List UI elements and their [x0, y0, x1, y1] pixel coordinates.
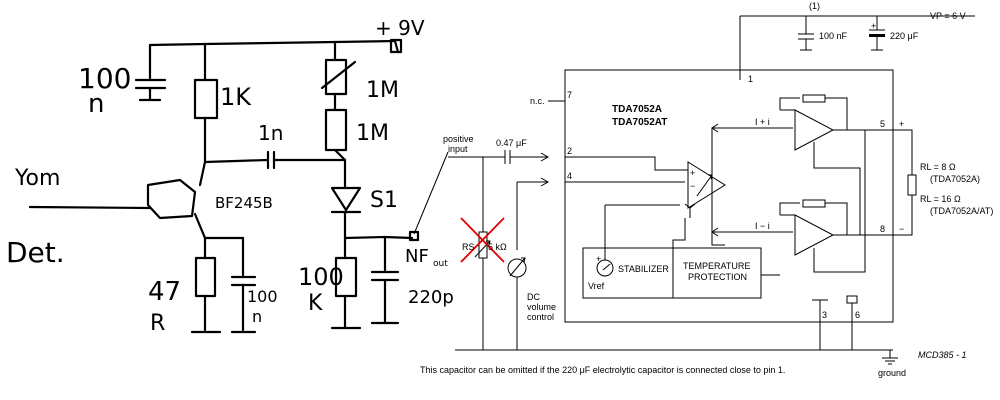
protection-label: PROTECTION: [688, 272, 747, 282]
temperature-label: TEMPERATURE: [683, 261, 750, 271]
pin5-sign: +: [899, 119, 904, 129]
rs-label: RS: [462, 242, 475, 252]
vref-label: Vref: [588, 281, 605, 291]
current-top-label: I + i: [755, 117, 770, 127]
chip-name-1: TDA7052A: [612, 104, 662, 115]
transistor-label: BF245B: [215, 194, 273, 212]
pin3-label: 3: [822, 310, 827, 320]
volume-label: volume: [527, 302, 556, 312]
res-100k-unit: K: [308, 291, 323, 316]
nc-label: n.c.: [530, 96, 545, 106]
cap-220p-label: 220p: [408, 287, 454, 308]
pin2-label: 2: [567, 146, 572, 156]
nf-out-label: NF: [405, 246, 429, 267]
control-label: control: [527, 312, 554, 322]
pin7-label: 7: [567, 90, 572, 100]
stab-plus-sign: +: [596, 254, 601, 264]
supply-9v-label: + 9V: [375, 16, 425, 40]
res-47-label: 47: [148, 277, 181, 307]
res-1m-pot-label: 1M: [366, 78, 399, 103]
positive-input-2: input: [448, 144, 468, 154]
cap-220uf-plus: +: [871, 21, 876, 31]
rl-16-model: (TDA7052A/AT): [930, 206, 993, 216]
datasheet-circuit: (1) VP = 6 V 100 nF 220 μF + 1 n.c. 7 TD…: [443, 1, 993, 378]
dc-label: DC: [527, 292, 540, 302]
res-1k-label: 1K: [220, 83, 252, 111]
rl-16-label: RL = 16 Ω: [920, 194, 961, 204]
input-label: Yom: [14, 166, 60, 191]
rl-8-model: (TDA7052A): [930, 174, 980, 184]
cap-100nf-label: 100 nF: [819, 31, 848, 41]
rl-8-label: RL = 8 Ω: [920, 162, 956, 172]
opamp-minus-sign: −: [690, 181, 695, 191]
handdrawn-preamp: 100 n 1K 1n + 9V 1M 1M BF245B S1 Yom Det…: [6, 16, 454, 336]
pin6-label: 6: [855, 310, 860, 320]
positive-input-1: positive: [443, 134, 474, 144]
pin1-label: 1: [748, 74, 753, 84]
diode-s1-label: S1: [370, 188, 398, 213]
pin8-label: 8: [880, 224, 885, 234]
footnote-caption: This capacitor can be omitted if the 220…: [420, 365, 786, 375]
stabilizer-label: STABILIZER: [618, 264, 669, 274]
cap-047-label: 0.47 μF: [496, 138, 527, 148]
mcd-code: MCD385 - 1: [918, 350, 967, 360]
supply-vp-label: VP = 6 V: [930, 11, 966, 21]
cap-100n-top-label: 100: [78, 62, 131, 95]
cap-220uf-label: 220 μF: [890, 31, 919, 41]
res-47-unit: R: [150, 311, 165, 336]
res-100k-label: 100: [298, 263, 344, 291]
cap-100n-bottom-unit: n: [252, 307, 262, 326]
det-label: Det.: [6, 236, 65, 269]
chip-name-2: TDA7052AT: [612, 117, 667, 128]
cap-100n-bottom-label: 100: [247, 287, 278, 306]
cap-100n-top-unit: n: [88, 89, 104, 119]
pin8-sign: −: [899, 224, 904, 234]
coupling-cap-label: 1n: [258, 121, 283, 145]
pin4-label: 4: [567, 171, 572, 181]
note-marker-1: (1): [809, 1, 820, 11]
ground-label: ground: [878, 368, 906, 378]
pin5-label: 5: [880, 119, 885, 129]
nf-out-sub: out: [433, 259, 448, 269]
res-1m-label: 1M: [356, 121, 389, 146]
rs-value: 5 kΩ: [488, 242, 507, 252]
opamp-plus-sign: +: [690, 168, 695, 178]
current-bottom-label: I − i: [755, 221, 770, 231]
